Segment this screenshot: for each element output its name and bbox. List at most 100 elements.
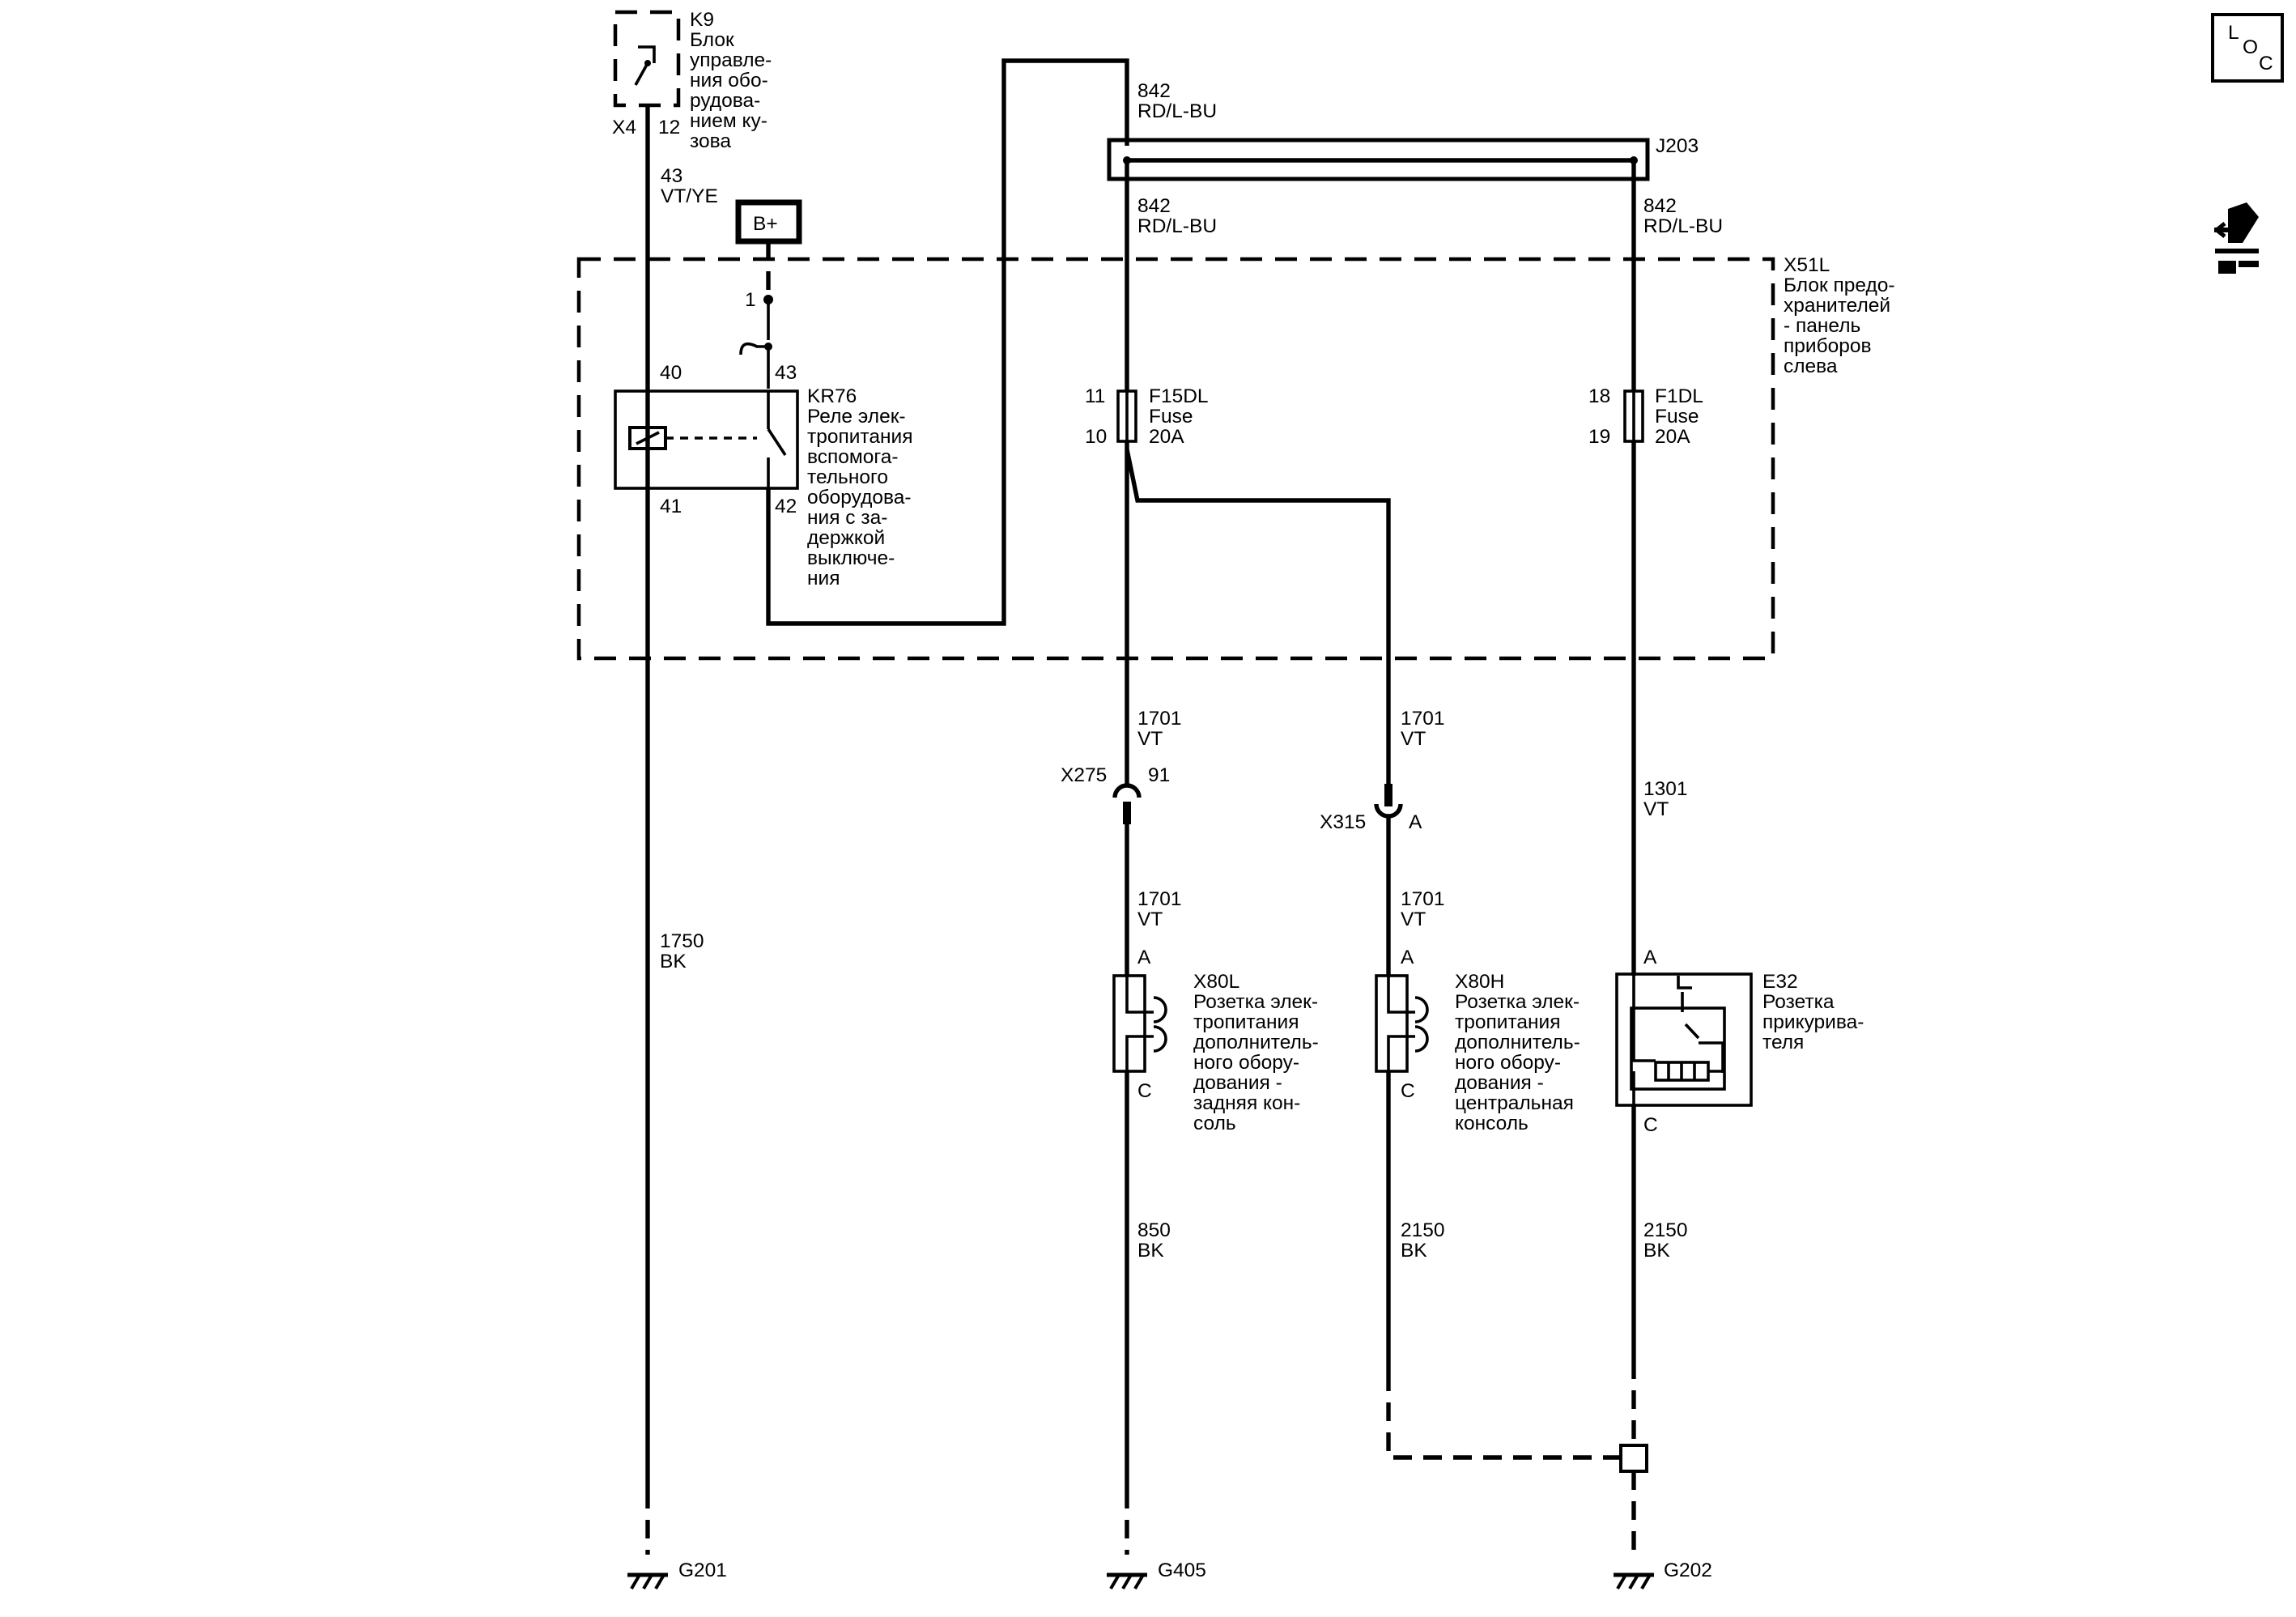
- kr76-line-3: вспомога-: [807, 446, 899, 468]
- fuse-block-outline: [576, 257, 1775, 661]
- f1dl-pin-in: 18: [1588, 385, 1610, 407]
- ground-splice-box: [1619, 1444, 1648, 1473]
- e32-line-3: теля: [1762, 1032, 1804, 1053]
- kr76-description: Реле элек- тропитания вспомога- тельного…: [807, 406, 912, 589]
- kr76-pin1-label: 1: [745, 289, 756, 311]
- e32-line-2: прикурива-: [1762, 1011, 1864, 1033]
- k9-description: Блок управле- ния обо- рудова- нием ку- …: [690, 29, 772, 152]
- e32-pin-a: A: [1643, 947, 1657, 968]
- x80l-line-3: дополнитель-: [1193, 1032, 1319, 1053]
- wire-43-color: VT/YE: [661, 185, 718, 207]
- x80h-line-5: дования -: [1455, 1072, 1544, 1094]
- x275-connector: [1112, 783, 1142, 824]
- f15dl-id: F15DL: [1149, 385, 1209, 407]
- ground-g202-label: G202: [1664, 1560, 1712, 1581]
- k9-module-outline: [613, 10, 681, 108]
- wire-1301-num: 1301: [1643, 778, 1688, 800]
- wire-1701-b-num: 1701: [1401, 708, 1445, 730]
- x51l-line-4: приборов: [1784, 335, 1872, 357]
- kr76-line-6: ния с за-: [807, 507, 887, 529]
- wire-850-num: 850: [1137, 1219, 1171, 1241]
- kr76-line-5: оборудова-: [807, 487, 912, 509]
- x80h-line-7: консоль: [1455, 1113, 1529, 1134]
- wire-1701-a-color: VT: [1137, 728, 1163, 750]
- x80l-line-2: тропитания: [1193, 1011, 1299, 1033]
- x80h-line-3: дополнитель-: [1455, 1032, 1580, 1053]
- x275-id: X275: [1061, 764, 1107, 786]
- ground-g201-icon: [627, 1572, 668, 1590]
- kr76-relay-box: [614, 389, 799, 490]
- k9-line-6: зова: [690, 130, 731, 152]
- k9-line-5: нием ку-: [690, 110, 767, 132]
- wire-1301-color: VT: [1643, 798, 1669, 820]
- f15dl-pin-out: 10: [1085, 426, 1107, 448]
- x51l-id: X51L: [1784, 254, 1830, 276]
- loc-icon[interactable]: L O C: [2211, 13, 2284, 83]
- x80l-line-5: дования -: [1193, 1072, 1282, 1094]
- x80l-line-4: ного обору-: [1193, 1052, 1299, 1074]
- wire-2150-a-num: 2150: [1401, 1219, 1445, 1241]
- x80l-line-1: Розетка элек-: [1193, 991, 1318, 1013]
- f1dl-pin-out: 19: [1588, 426, 1610, 448]
- kr76-line-8: выключе-: [807, 547, 895, 569]
- x80h-id: X80H: [1455, 971, 1504, 993]
- f1dl-id: F1DL: [1655, 385, 1703, 407]
- wire-2150-b-num: 2150: [1643, 1219, 1688, 1241]
- relay-inline-connector: [739, 342, 768, 355]
- wire-1701-center: [1125, 449, 1391, 784]
- wire-842-top-num: 842: [1137, 80, 1171, 102]
- ground-g405-icon: [1107, 1572, 1147, 1590]
- loc-letter-o: O: [2243, 36, 2258, 58]
- wire-842-top-color: RD/L-BU: [1137, 100, 1217, 122]
- connector-icon[interactable]: [2214, 202, 2259, 274]
- wire-1701-a-num: 1701: [1137, 708, 1182, 730]
- x51l-line-2: хранителей: [1784, 295, 1890, 317]
- wire-1701-d-color: VT: [1401, 908, 1426, 930]
- f15dl-rating: 20A: [1149, 426, 1184, 448]
- ground-g405-label: G405: [1158, 1560, 1206, 1581]
- x80h-pin-a: A: [1401, 947, 1414, 968]
- wire-1701-d-num: 1701: [1401, 888, 1445, 910]
- x80h-line-4: ного обору-: [1455, 1052, 1561, 1074]
- kr76-line-9: ния: [807, 568, 840, 589]
- kr76-pin42-label: 42: [775, 496, 797, 517]
- x51l-line-3: - панель: [1784, 315, 1860, 337]
- k9-connector-label: X4: [612, 117, 636, 138]
- kr76-pin43-label: 43: [775, 362, 797, 384]
- e32-line-1: Розетка: [1762, 991, 1835, 1013]
- k9-line-4: рудова-: [690, 90, 760, 112]
- x80h-line-1: Розетка элек-: [1455, 991, 1580, 1013]
- wire-1701-b-color: VT: [1401, 728, 1426, 750]
- k9-switch-symbol: [634, 45, 656, 86]
- loc-letter-l: L: [2228, 22, 2239, 44]
- e32-id: E32: [1762, 971, 1798, 993]
- kr76-pin40-label: 40: [660, 362, 682, 384]
- kr76-line-1: Реле элек-: [807, 406, 906, 428]
- x80l-line-6: задняя кон-: [1193, 1092, 1300, 1114]
- f1dl-rating: 20A: [1655, 426, 1690, 448]
- x51l-description: Блок предо- хранителей - панель приборов…: [1784, 274, 1895, 377]
- kr76-switch-symbol: [767, 391, 787, 488]
- e32-pin-c: C: [1643, 1114, 1658, 1136]
- x275-pin: 91: [1148, 764, 1170, 786]
- x80h-socket-symbol: [1387, 976, 1429, 1071]
- x51l-line-1: Блок предо-: [1784, 274, 1895, 296]
- x80l-description: Розетка элек- тропитания дополнитель- но…: [1193, 991, 1319, 1134]
- e32-outer-box: [1615, 972, 1753, 1107]
- j203-splice-bar: [1107, 138, 1650, 181]
- wire-1750-num: 1750: [660, 930, 704, 952]
- bplus-label: B+: [753, 213, 778, 235]
- ground-g202-icon: [1614, 1572, 1654, 1590]
- x80h-pin-c: C: [1401, 1080, 1415, 1102]
- kr76-coil-symbol: [628, 426, 757, 450]
- k9-id: K9: [690, 9, 714, 31]
- x80l-socket-symbol: [1125, 976, 1167, 1071]
- ground-g201-label: G201: [678, 1560, 727, 1581]
- x80h-description: Розетка элек- тропитания дополнитель- но…: [1455, 991, 1580, 1134]
- x80h-line-2: тропитания: [1455, 1011, 1560, 1033]
- x51l-line-5: слева: [1784, 355, 1838, 377]
- k9-line-2: управле-: [690, 49, 772, 71]
- k9-pin-label: 12: [658, 117, 680, 138]
- x315-id: X315: [1320, 811, 1366, 833]
- f15dl-pin-in: 11: [1085, 385, 1105, 407]
